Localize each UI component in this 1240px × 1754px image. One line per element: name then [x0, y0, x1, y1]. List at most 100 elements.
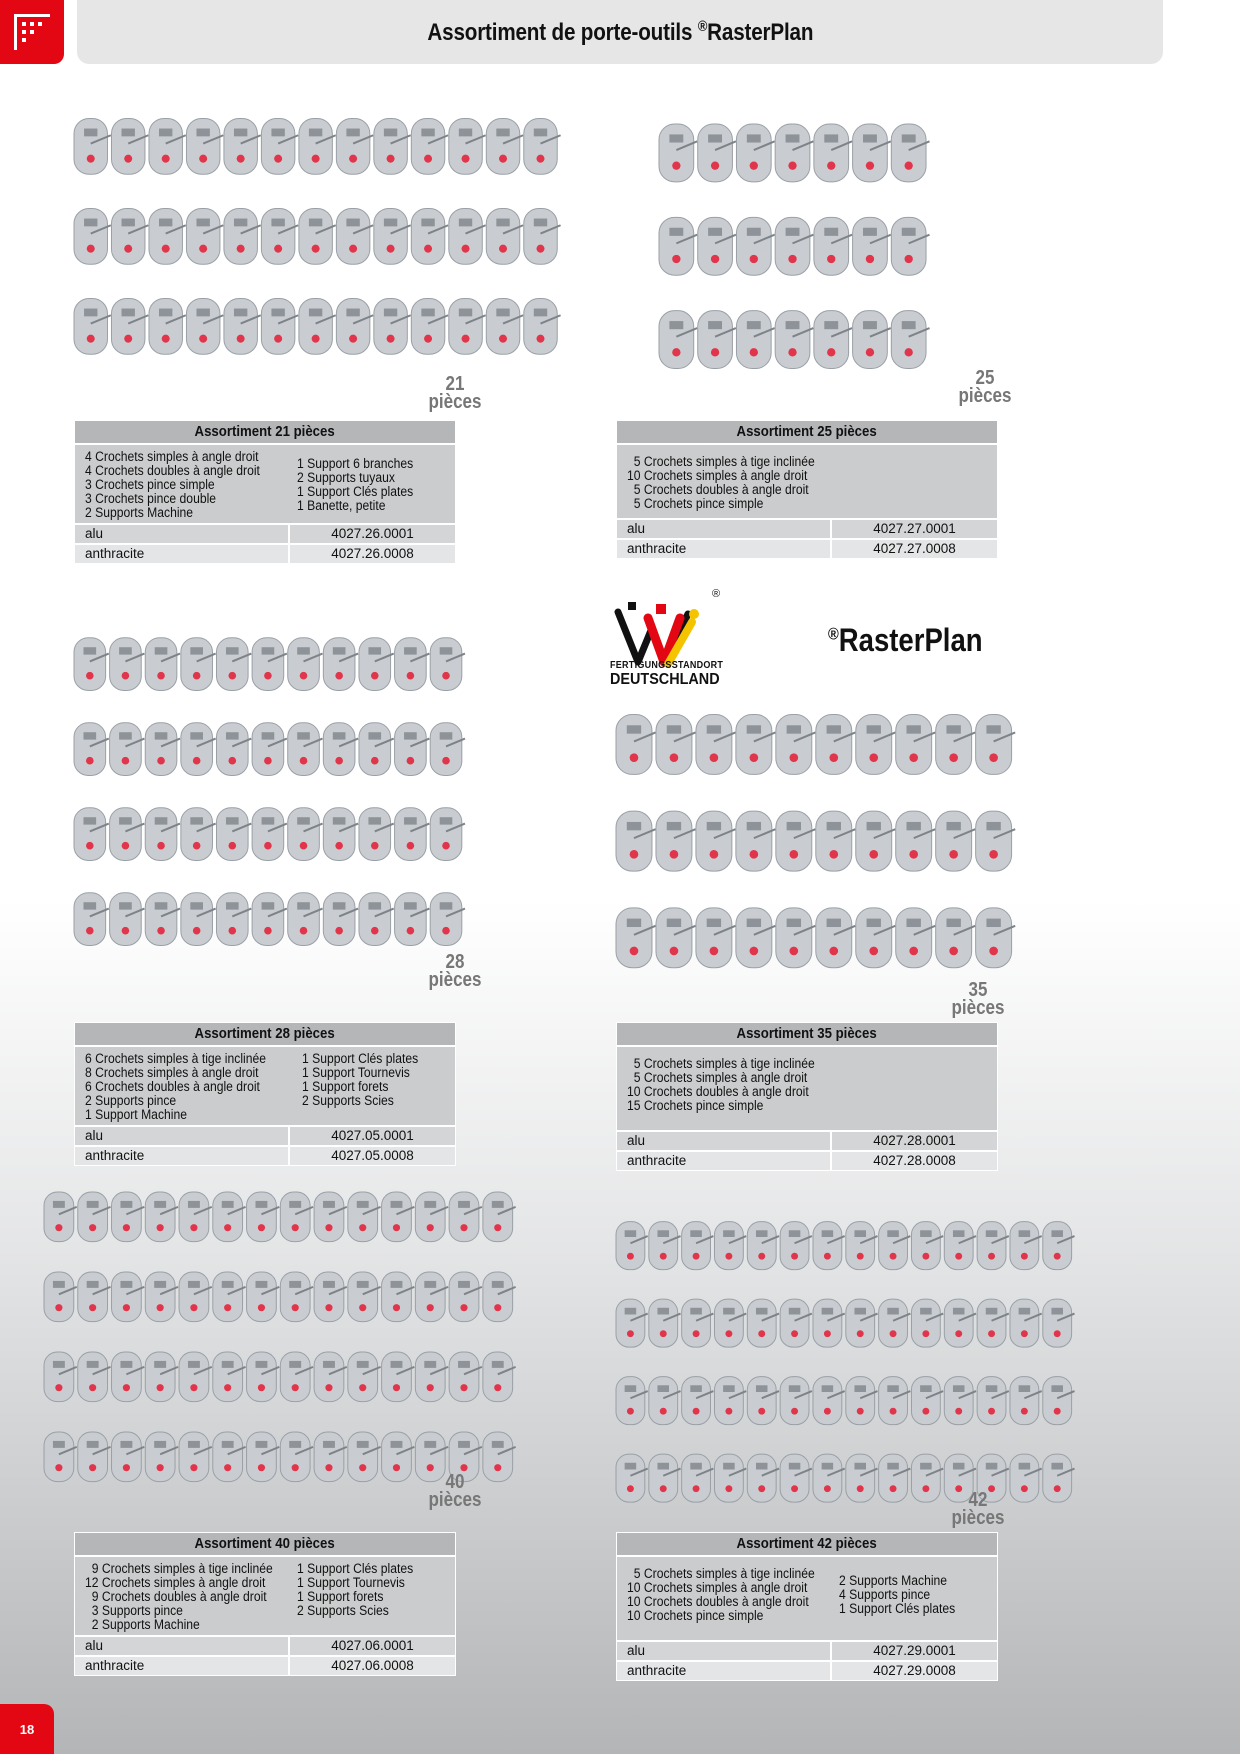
tool-hook-icon — [358, 892, 395, 946]
tool-hook-icon — [1042, 1221, 1075, 1271]
tool-hook-icon — [381, 1271, 415, 1323]
table-title: Assortiment 25 pièces — [617, 421, 997, 445]
tool-hook-icon — [845, 1453, 878, 1503]
product-photo-25 — [655, 110, 995, 390]
tool-hook-icon — [347, 1191, 381, 1243]
tool-hook-icon — [410, 208, 449, 265]
tool-hook-icon — [180, 807, 217, 861]
tool-hook-icon — [890, 123, 930, 183]
tool-hook-icon — [655, 907, 696, 969]
tool-hook-icon — [251, 807, 288, 861]
tool-hook-icon — [895, 714, 936, 775]
tool-hook-icon — [812, 1221, 846, 1271]
tool-hook-icon — [448, 208, 487, 265]
tool-hook-icon — [648, 1298, 681, 1348]
tool-hook-icon — [212, 1431, 246, 1483]
tool-hook-icon — [279, 1431, 314, 1483]
tool-hook-icon — [779, 1453, 813, 1503]
tool-hook-icon — [855, 810, 896, 872]
tool-hook-icon — [77, 1271, 111, 1323]
tool-hook-icon — [260, 298, 299, 355]
tool-hook-icon — [279, 1191, 314, 1243]
tool-hook-icon — [394, 637, 430, 691]
tool-hook-icon — [910, 1298, 944, 1348]
tool-hook-icon — [43, 1431, 78, 1483]
assortment-table-42: Assortiment 42 pièces 5 Crochets simples… — [616, 1532, 998, 1681]
tool-hook-icon — [414, 1351, 449, 1403]
tool-hook-icon — [943, 1298, 977, 1348]
tool-hook-icon — [178, 1351, 213, 1403]
tool-hook-icon — [852, 123, 892, 183]
tool-hook-icon — [681, 1298, 714, 1348]
tool-hook-icon — [855, 714, 896, 775]
tool-hook-icon — [246, 1271, 280, 1323]
tool-hook-icon — [1042, 1453, 1075, 1503]
tool-hook-icon — [144, 1351, 179, 1403]
tool-hook-icon — [77, 1431, 111, 1483]
tool-hook-icon — [735, 123, 776, 183]
tool-hook-icon — [429, 722, 466, 776]
tool-hook-icon — [485, 208, 524, 265]
tool-hook-icon — [779, 1376, 813, 1426]
table-contents: 4 Crochets simples à angle droit 4 Croch… — [75, 445, 455, 525]
tool-hook-icon — [935, 714, 976, 775]
tool-hook-icon — [347, 1271, 381, 1323]
tool-hook-icon — [815, 714, 856, 775]
tool-hook-icon — [976, 1298, 1010, 1348]
tool-hook-icon — [287, 637, 323, 691]
tool-hook-icon — [746, 1298, 780, 1348]
tool-hook-icon — [77, 1191, 111, 1243]
tool-hook-icon — [482, 1271, 517, 1323]
tool-hook-icon — [775, 810, 816, 872]
tool-hook-icon — [658, 216, 698, 276]
tool-hook-icon — [180, 722, 217, 776]
tool-hook-icon — [347, 1431, 381, 1483]
tool-hook-icon — [615, 810, 656, 872]
tool-hook-icon — [313, 1191, 348, 1243]
tool-hook-icon — [713, 1221, 747, 1271]
tool-hook-icon — [335, 298, 374, 355]
tool-hook-icon — [746, 1453, 780, 1503]
tool-hook-icon — [185, 118, 224, 175]
tool-hook-icon — [735, 714, 776, 775]
tool-hook-icon — [287, 722, 323, 776]
tool-hook-icon — [251, 892, 288, 946]
tool-hook-icon — [976, 1376, 1010, 1426]
tool-hook-icon — [178, 1271, 213, 1323]
tool-hook-icon — [73, 298, 112, 355]
tool-hook-icon — [448, 1191, 483, 1243]
tool-hook-icon — [109, 722, 145, 776]
tool-hook-icon — [845, 1221, 878, 1271]
tool-hook-icon — [697, 123, 737, 183]
tool-hook-icon — [779, 1221, 813, 1271]
fertigungsstandort-badge-text: FERTIGUNGSSTANDORT DEUTSCHLAND — [610, 660, 724, 688]
tool-hook-icon — [1009, 1221, 1043, 1271]
tool-hook-icon — [313, 1271, 348, 1323]
tool-hook-icon — [381, 1351, 415, 1403]
table-contents: 5 Crochets simples à tige inclinée 5 Cro… — [617, 1047, 997, 1132]
table-contents: 9 Crochets simples à tige inclinée 12 Cr… — [75, 1557, 455, 1637]
tool-hook-icon — [212, 1271, 246, 1323]
tool-hook-icon — [246, 1351, 280, 1403]
tool-hook-icon — [890, 310, 930, 370]
company-logo — [0, 0, 64, 64]
tool-hook-icon — [322, 637, 359, 691]
tool-hook-icon — [111, 1191, 145, 1243]
tool-hook-icon — [697, 216, 737, 276]
table-contents: 5 Crochets simples à tige inclinée 10 Cr… — [617, 445, 997, 520]
tool-hook-icon — [110, 118, 149, 175]
tool-hook-icon — [251, 722, 288, 776]
tool-hook-icon — [1042, 1376, 1075, 1426]
tool-hook-icon — [212, 1191, 246, 1243]
tool-hook-icon — [73, 807, 110, 861]
tool-hook-icon — [735, 810, 776, 872]
tool-hook-icon — [878, 1376, 911, 1426]
tool-hook-icon — [615, 714, 656, 775]
tool-hook-icon — [855, 907, 896, 969]
tool-hook-icon — [812, 1453, 846, 1503]
tool-hook-icon — [148, 118, 187, 175]
tool-hook-icon — [223, 298, 262, 355]
